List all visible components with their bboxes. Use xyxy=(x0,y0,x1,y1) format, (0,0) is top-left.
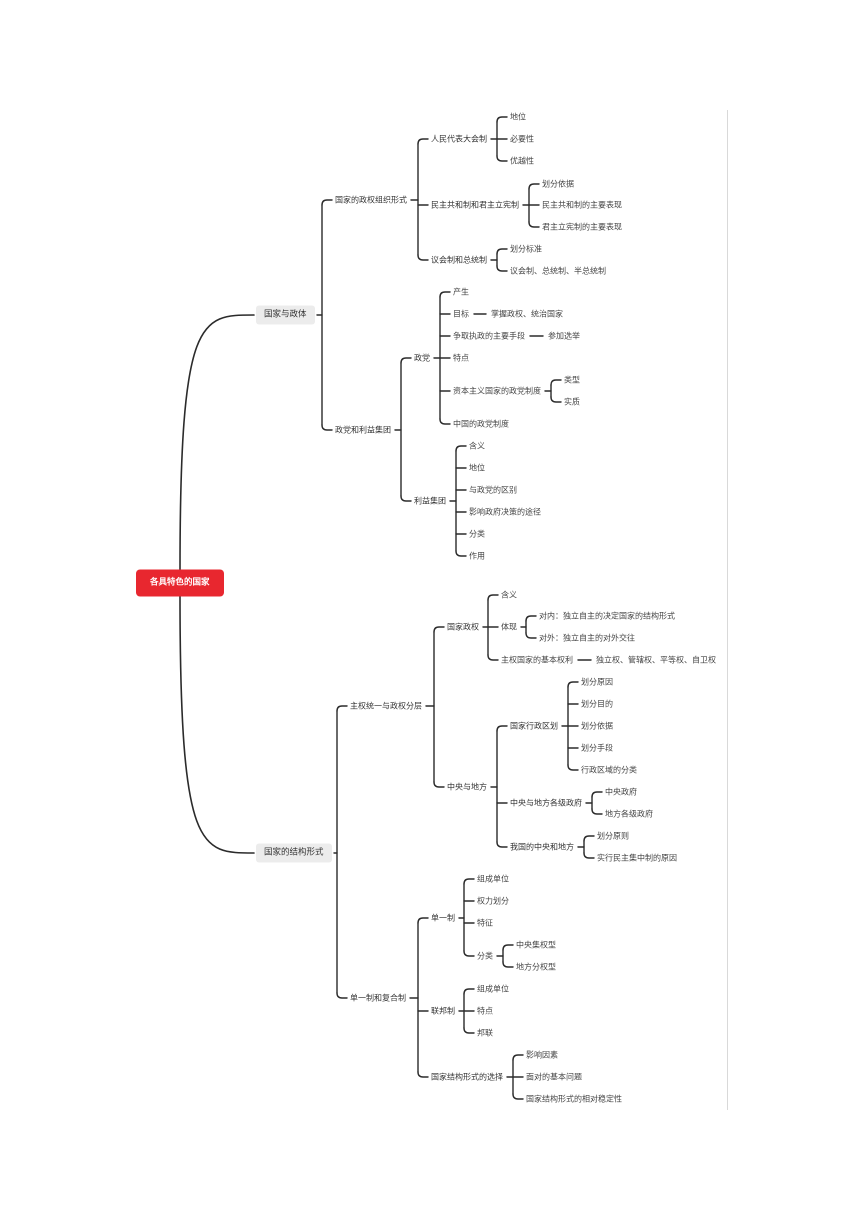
node-sp-meaning[interactable]: 含义 xyxy=(501,590,517,600)
node-parties-groups[interactable]: 政党和利益集团 xyxy=(335,425,391,435)
node-party-essence[interactable]: 实质 xyxy=(564,397,580,407)
node-interest-groups[interactable]: 利益集团 xyxy=(414,496,446,506)
node-party-origin[interactable]: 产生 xyxy=(453,287,469,297)
node-sp-embodiment[interactable]: 体现 xyxy=(501,622,517,632)
node-u-centralized[interactable]: 中央集权型 xyxy=(516,940,556,950)
node-ig-status[interactable]: 地位 xyxy=(469,463,485,473)
node-npc-superiority[interactable]: 优越性 xyxy=(510,156,534,166)
node-factors[interactable]: 影响因素 xyxy=(526,1050,558,1060)
node-central-local[interactable]: 中央与地方 xyxy=(447,782,487,792)
node-federal[interactable]: 联邦制 xyxy=(431,1006,455,1016)
node-monarchy-expression[interactable]: 君主立宪制的主要表现 xyxy=(542,222,622,232)
node-state-power[interactable]: 国家政权 xyxy=(447,622,479,632)
node-capitalist-party-system[interactable]: 资本主义国家的政党制度 xyxy=(453,386,541,396)
node-npc-status[interactable]: 地位 xyxy=(510,112,526,122)
node-republic-expression[interactable]: 民主共和制的主要表现 xyxy=(542,200,622,210)
node-basic-issue[interactable]: 面对的基本问题 xyxy=(526,1072,582,1082)
node-npc-necessity[interactable]: 必要性 xyxy=(510,134,534,144)
node-u-types[interactable]: 分类 xyxy=(477,951,493,961)
node-basis[interactable]: 划分依据 xyxy=(542,179,574,189)
node-sp-external[interactable]: 对外：独立自主的对外交往 xyxy=(539,633,635,643)
node-democratic-centralism[interactable]: 实行民主集中制的原因 xyxy=(597,853,677,863)
node-f-features[interactable]: 特点 xyxy=(477,1006,493,1016)
node-party-means-detail[interactable]: 参加选举 xyxy=(548,331,580,341)
node-u-power[interactable]: 权力划分 xyxy=(477,896,509,906)
node-npc-system[interactable]: 人民代表大会制 xyxy=(431,134,487,144)
node-sp-rights-detail[interactable]: 独立权、管辖权、平等权、自卫权 xyxy=(596,655,716,665)
node-china-central-local[interactable]: 我国的中央和地方 xyxy=(510,842,574,852)
node-standard[interactable]: 划分标准 xyxy=(510,244,542,254)
node-party[interactable]: 政党 xyxy=(414,353,430,363)
node-sp-internal[interactable]: 对内：独立自主的决定国家的结构形式 xyxy=(539,611,675,621)
node-three-systems[interactable]: 议会制、总统制、半总统制 xyxy=(510,266,606,276)
page-divider xyxy=(727,110,728,1110)
node-u-decentralized[interactable]: 地方分权型 xyxy=(516,962,556,972)
node-parliamentary-presidential[interactable]: 议会制和总统制 xyxy=(431,255,487,265)
node-principle[interactable]: 划分原则 xyxy=(597,831,629,841)
node-sovereignty[interactable]: 主权统一与政权分层 xyxy=(350,701,422,711)
node-china-party-system[interactable]: 中国的政党制度 xyxy=(453,419,509,429)
node-div-purpose[interactable]: 划分目的 xyxy=(581,699,613,709)
node-republic-monarchy[interactable]: 民主共和制和君主立宪制 xyxy=(431,200,519,210)
node-unitary-compound[interactable]: 单一制和复合制 xyxy=(350,993,406,1003)
node-sp-rights[interactable]: 主权国家的基本权利 xyxy=(501,655,573,665)
node-div-means[interactable]: 划分手段 xyxy=(581,743,613,753)
node-div-reason[interactable]: 划分原因 xyxy=(581,677,613,687)
node-u-features[interactable]: 特征 xyxy=(477,918,493,928)
node-structure-choice[interactable]: 国家结构形式的选择 xyxy=(431,1072,503,1082)
node-regime-form[interactable]: 国家的政权组织形式 xyxy=(335,195,407,205)
node-f-units[interactable]: 组成单位 xyxy=(477,984,509,994)
node-confederation[interactable]: 邦联 xyxy=(477,1028,493,1038)
node-party-means[interactable]: 争取执政的主要手段 xyxy=(453,331,525,341)
node-local-gov[interactable]: 地方各级政府 xyxy=(605,809,653,819)
node-ig-meaning[interactable]: 含义 xyxy=(469,441,485,451)
node-stability[interactable]: 国家结构形式的相对稳定性 xyxy=(526,1094,622,1104)
node-party-goal-detail[interactable]: 掌握政权、统治国家 xyxy=(491,309,563,319)
node-party-features[interactable]: 特点 xyxy=(453,353,469,363)
node-central-gov[interactable]: 中央政府 xyxy=(605,787,637,797)
node-unitary[interactable]: 单一制 xyxy=(431,913,455,923)
node-ig-influence[interactable]: 影响政府决策的途径 xyxy=(469,507,541,517)
node-state-structure[interactable]: 国家的结构形式 xyxy=(256,843,332,863)
node-party-goal[interactable]: 目标 xyxy=(453,309,469,319)
root-node[interactable]: 各具特色的国家 xyxy=(136,569,224,597)
node-u-units[interactable]: 组成单位 xyxy=(477,874,509,884)
node-gov-levels[interactable]: 中央与地方各级政府 xyxy=(510,798,582,808)
node-ig-role[interactable]: 作用 xyxy=(469,551,485,561)
node-div-classification[interactable]: 行政区域的分类 xyxy=(581,765,637,775)
node-party-types[interactable]: 类型 xyxy=(564,375,580,385)
node-state-and-polity[interactable]: 国家与政体 xyxy=(256,305,315,325)
node-ig-difference[interactable]: 与政党的区别 xyxy=(469,485,517,495)
node-admin-division[interactable]: 国家行政区划 xyxy=(510,721,558,731)
node-ig-classification[interactable]: 分类 xyxy=(469,529,485,539)
node-div-basis[interactable]: 划分依据 xyxy=(581,721,613,731)
